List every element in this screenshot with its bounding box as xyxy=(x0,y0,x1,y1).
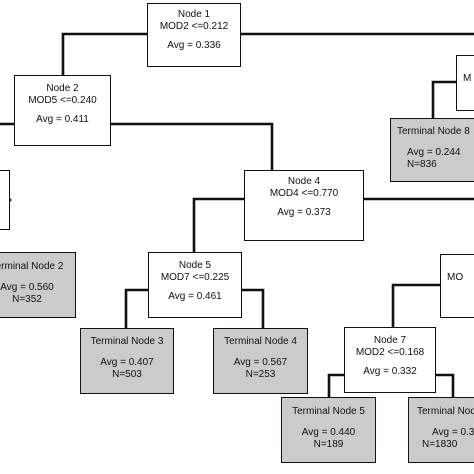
terminal-title: Terminal Node 4 xyxy=(224,336,297,347)
terminal-avg: Avg = 0.3 xyxy=(432,427,474,438)
node-title: Node 4 xyxy=(287,176,321,187)
terminal-avg: Avg = 0.440 xyxy=(301,427,356,438)
terminal-node-4: Terminal Node 4 Avg = 0.567 N=253 xyxy=(213,328,308,394)
terminal-node-6-partial: Terminal Node Avg = 0.3 N=1830 xyxy=(408,397,474,463)
node-title: Node 2 xyxy=(46,83,79,94)
terminal-title: Terminal Node 5 xyxy=(292,406,365,417)
node-title: Node 1 xyxy=(177,9,211,20)
node-right-top-partial: M xyxy=(456,55,474,111)
node-4: Node 4 MOD4 <=0.770 Avg = 0.373 xyxy=(244,170,364,241)
terminal-n: N=503 xyxy=(112,369,142,380)
edge-node5-t3 xyxy=(124,288,150,330)
terminal-node-8-partial: Terminal Node 8 Avg = 0.244 N=836 xyxy=(390,118,474,182)
terminal-n: N=352 xyxy=(12,294,42,305)
terminal-n: N=836 xyxy=(407,159,437,170)
edge-node7-t6 xyxy=(434,373,455,399)
terminal-n: N=1830 xyxy=(422,439,458,450)
node-2: Node 2 MOD5 <=0.240 Avg = 0.411 xyxy=(14,75,111,146)
node-avg: Avg = 0.411 xyxy=(36,114,89,125)
edge-right-top-left xyxy=(431,80,458,120)
terminal-node-2: Terminal Node 2 Avg = 0.560 N=352 xyxy=(0,252,76,318)
edge-node2-node4 xyxy=(109,122,274,172)
node-right-mid-partial: MO xyxy=(440,254,474,318)
terminal-avg: Avg = 0.407 xyxy=(100,357,154,368)
terminal-avg: Avg = 0.244 xyxy=(407,147,461,158)
node-avg: Avg = 0.461 xyxy=(168,291,222,302)
terminal-node-3: Terminal Node 3 Avg = 0.407 N=503 xyxy=(80,328,174,394)
node-title: Node 7 xyxy=(373,335,407,346)
terminal-n: N=253 xyxy=(245,369,276,380)
terminal-title: Terminal Node 8 xyxy=(397,126,470,137)
node-left-partial xyxy=(0,170,10,230)
node-5: Node 5 MOD7 <=0.225 Avg = 0.461 xyxy=(148,252,242,318)
terminal-avg: Avg = 0.560 xyxy=(0,282,54,293)
node-split: MOD5 <=0.240 xyxy=(28,95,97,106)
edge-node4-node5 xyxy=(192,197,246,254)
edge-right-mid-left xyxy=(391,283,442,330)
node-split: MO xyxy=(447,272,464,283)
terminal-node-5: Terminal Node 5 Avg = 0.440 N=189 xyxy=(281,397,376,463)
node-avg: Avg = 0.373 xyxy=(277,207,331,218)
edge-node7-t5 xyxy=(327,373,346,399)
node-title: Node 5 xyxy=(178,260,212,271)
terminal-title: Terminal Node xyxy=(417,406,474,417)
node-1: Node 1 MOD2 <=0.212 Avg = 0.336 xyxy=(147,3,241,67)
terminal-title: Terminal Node 3 xyxy=(90,336,164,347)
node-split: MOD7 <=0.225 xyxy=(160,272,230,283)
node-avg: Avg = 0.336 xyxy=(167,40,221,51)
node-split: MOD4 <=0.770 xyxy=(269,188,339,199)
terminal-avg: Avg = 0.567 xyxy=(233,357,288,368)
edge-node1-node2 xyxy=(61,32,150,77)
node-7: Node 7 MOD2 <=0.168 Avg = 0.332 xyxy=(344,327,436,393)
terminal-n: N=189 xyxy=(313,439,344,450)
node-split: M xyxy=(463,73,472,84)
node-avg: Avg = 0.332 xyxy=(363,366,417,377)
node-split: MOD2 <=0.168 xyxy=(355,347,425,358)
edge-node5-t4 xyxy=(240,288,265,330)
terminal-title: Terminal Node 2 xyxy=(0,261,64,272)
node-split: MOD2 <=0.212 xyxy=(159,21,229,32)
